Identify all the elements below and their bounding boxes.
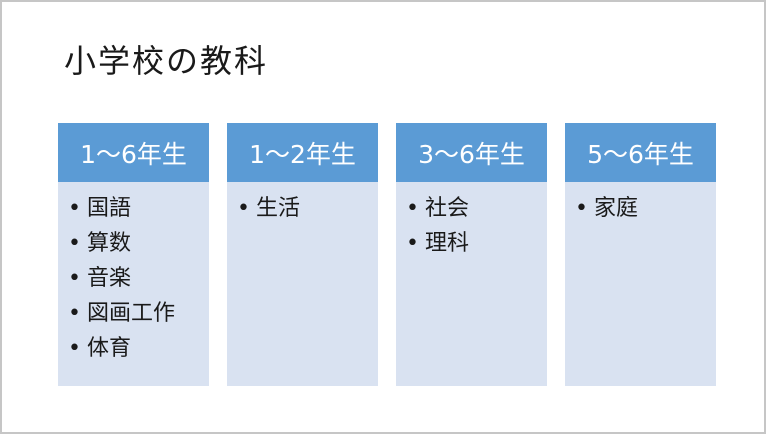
bullet-icon: • <box>68 196 81 221</box>
list-item-label: 国語 <box>86 196 131 221</box>
column-body: •国語 •算数 •音楽 •図画工作 •体育 <box>58 182 209 386</box>
list-item: •社会 <box>406 191 543 226</box>
list-item-label: 体育 <box>86 336 131 361</box>
slide-title: 小学校の教科 <box>64 42 269 80</box>
list-item: •家庭 <box>575 191 712 226</box>
column-header: 3〜6年生 <box>396 123 547 182</box>
column-grades-1-6: 1〜6年生 •国語 •算数 •音楽 •図画工作 •体育 <box>58 123 209 386</box>
list-item-label: 理科 <box>424 231 469 256</box>
list-item: •生活 <box>237 191 374 226</box>
column-grades-5-6: 5〜6年生 •家庭 <box>565 123 716 386</box>
column-header: 1〜6年生 <box>58 123 209 182</box>
list-item: •体育 <box>68 331 205 366</box>
column-header: 1〜2年生 <box>227 123 378 182</box>
bullet-icon: • <box>406 231 419 256</box>
list-item-label: 図画工作 <box>86 301 175 326</box>
column-body: •家庭 <box>565 182 716 386</box>
subject-columns: 1〜6年生 •国語 •算数 •音楽 •図画工作 •体育 1〜2年生 •生活 3〜… <box>58 123 716 386</box>
list-item: •国語 <box>68 191 205 226</box>
column-header: 5〜6年生 <box>565 123 716 182</box>
bullet-icon: • <box>68 301 81 326</box>
bullet-icon: • <box>237 196 250 221</box>
list-item: •理科 <box>406 226 543 261</box>
bullet-icon: • <box>68 231 81 256</box>
list-item: •音楽 <box>68 261 205 296</box>
bullet-icon: • <box>575 196 588 221</box>
column-body: •社会 •理科 <box>396 182 547 386</box>
column-grades-1-2: 1〜2年生 •生活 <box>227 123 378 386</box>
list-item: •算数 <box>68 226 205 261</box>
list-item: •図画工作 <box>68 296 205 331</box>
bullet-icon: • <box>406 196 419 221</box>
bullet-icon: • <box>68 266 81 291</box>
list-item-label: 社会 <box>424 196 469 221</box>
list-item-label: 生活 <box>255 196 300 221</box>
bullet-icon: • <box>68 336 81 361</box>
list-item-label: 家庭 <box>593 196 638 221</box>
list-item-label: 算数 <box>86 231 131 256</box>
column-body: •生活 <box>227 182 378 386</box>
list-item-label: 音楽 <box>86 266 131 291</box>
column-grades-3-6: 3〜6年生 •社会 •理科 <box>396 123 547 386</box>
